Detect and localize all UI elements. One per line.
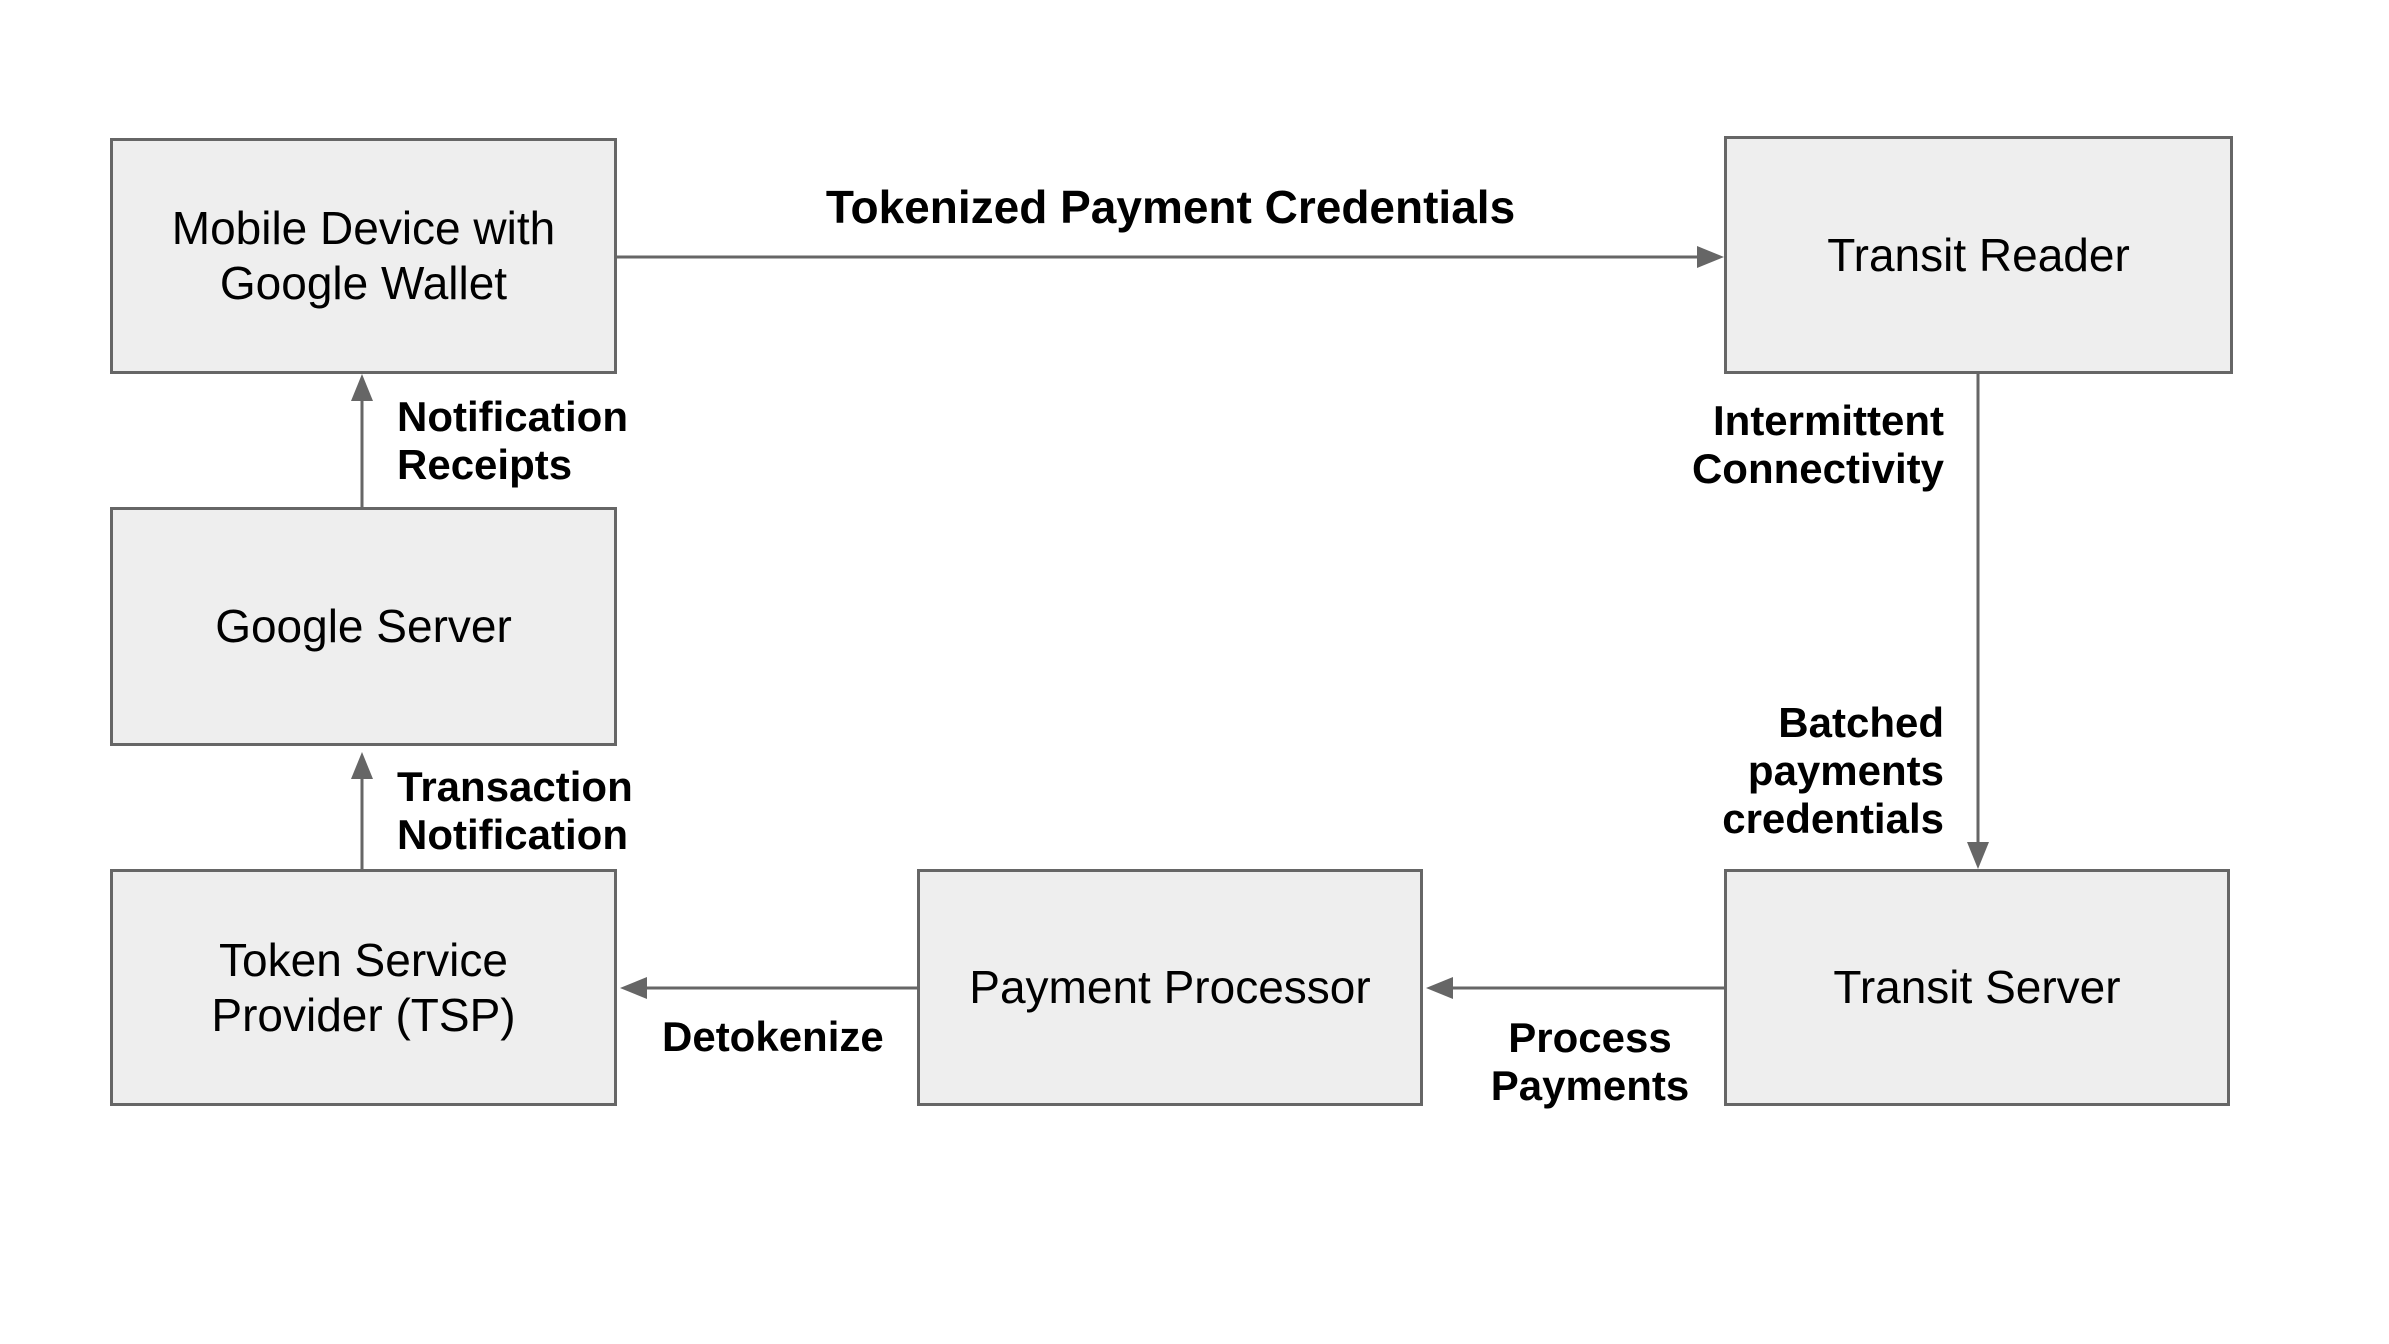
node-mobile-device-label: Mobile Device with Google Wallet (171, 202, 556, 309)
arrow-reader-to-transit-server (1967, 374, 1989, 869)
arrow-tokenized-payment-credentials (612, 246, 1724, 268)
arrow-detokenize (620, 977, 917, 999)
node-google-server: Google Server (110, 507, 617, 746)
edge-label-detokenize: Detokenize (662, 1013, 884, 1060)
node-transit-reader-label: Transit Reader (1827, 228, 2130, 281)
node-transit-server-label: Transit Server (1833, 961, 2121, 1013)
arrow-process-payments (1426, 977, 1724, 999)
node-token-service-provider-label: Token Service Provider (TSP) (211, 933, 516, 1041)
edge-label-transaction-notification: Transaction Notification (397, 763, 633, 858)
edge-label-tokenized-payment-credentials: Tokenized Payment Credentials (825, 181, 1516, 233)
arrow-transaction-notification (351, 752, 373, 869)
edge-label-process-payments: Process Payments (1490, 1014, 1690, 1109)
node-transit-reader: Transit Reader (1724, 136, 2233, 374)
node-payment-processor: Payment Processor (917, 869, 1423, 1106)
edge-label-intermittent-connectivity: Intermittent Connectivity (1691, 397, 1944, 492)
node-transit-server: Transit Server (1724, 869, 2230, 1106)
edge-label-batched-payments-credentials: Batched payments credentials (1722, 699, 1944, 842)
node-token-service-provider: Token Service Provider (TSP) (110, 869, 617, 1106)
edge-label-notification-receipts: Notification Receipts (397, 393, 628, 488)
node-payment-processor-label: Payment Processor (969, 961, 1371, 1013)
node-mobile-device: Mobile Device with Google Wallet (110, 138, 617, 374)
node-google-server-label: Google Server (215, 600, 512, 652)
arrow-notification-receipts (351, 374, 373, 507)
